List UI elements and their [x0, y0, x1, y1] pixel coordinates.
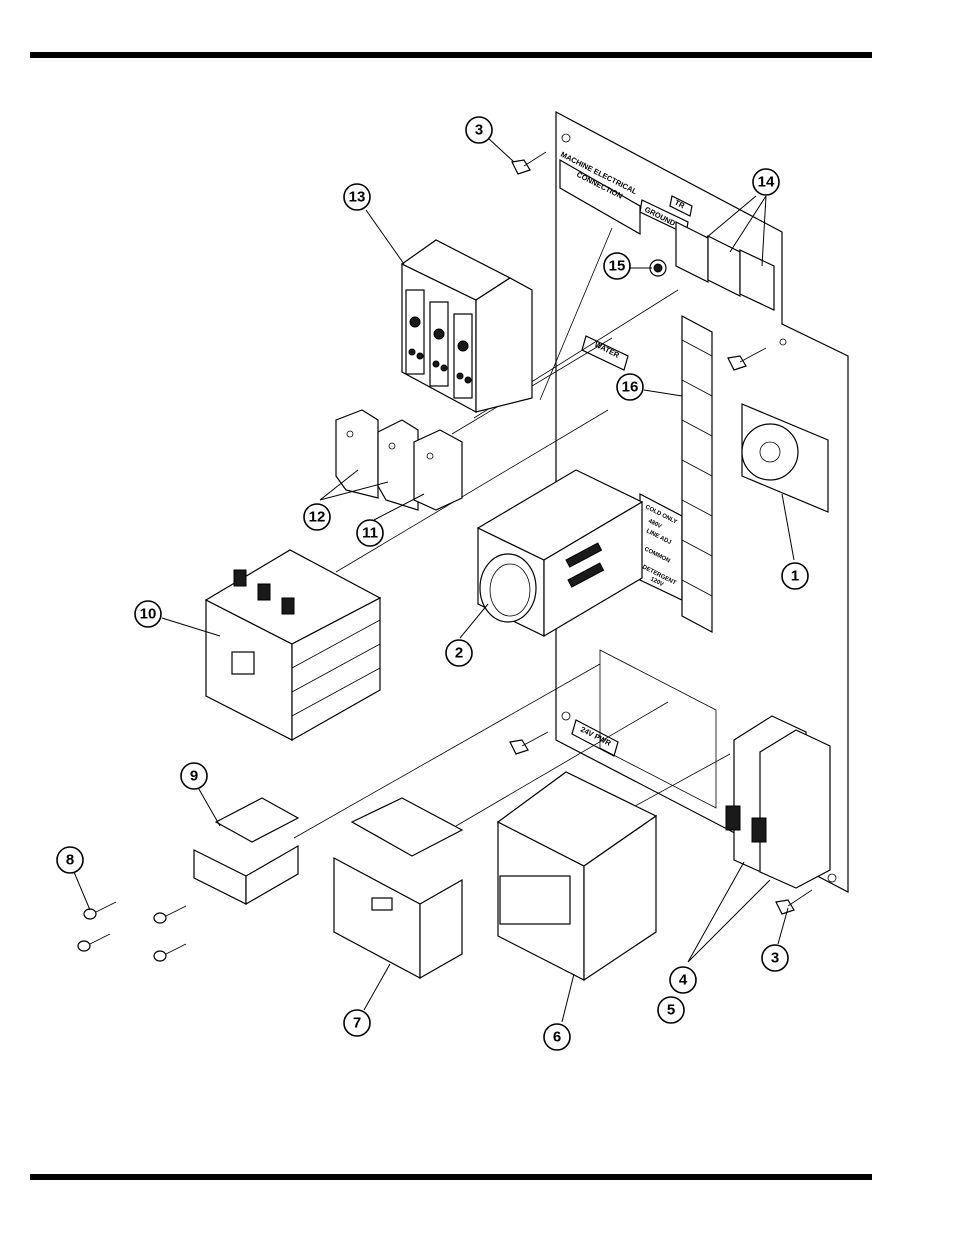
- label-120v: 120V: [649, 576, 664, 588]
- callout-6-label: 6: [553, 1029, 561, 1046]
- screw-top: [511, 151, 547, 175]
- callout-10: 10: [134, 600, 162, 628]
- noise-filters: [335, 409, 463, 511]
- callout-14-label: 14: [758, 174, 775, 191]
- din-plate: [599, 649, 717, 809]
- label-480v: 480V: [647, 518, 662, 530]
- callout-9: 9: [180, 762, 208, 790]
- callout-3-top-label: 3: [475, 122, 483, 139]
- terminal-blocks: [675, 221, 775, 311]
- motor-starter: [496, 771, 658, 982]
- screw-8d: [153, 943, 187, 962]
- screw-lower: [509, 731, 549, 755]
- callout-1-label: 1: [791, 568, 799, 585]
- callout-13: 13: [343, 183, 371, 211]
- callout-leaders: [73, 137, 795, 1023]
- circuit-breakers: [725, 715, 831, 889]
- screw-8c: [153, 905, 187, 924]
- label-tr-tag: TR: [669, 195, 693, 217]
- contactor: [204, 549, 382, 742]
- callout-12-label: 12: [309, 509, 326, 526]
- callout-9-label: 9: [190, 768, 198, 785]
- fuse-block-assembly: [400, 239, 533, 414]
- screw-bottom-right: [775, 889, 813, 915]
- callout-11: 11: [356, 519, 384, 547]
- callout-16-label: 16: [622, 379, 639, 396]
- callout-10-label: 10: [140, 606, 157, 623]
- screws: [77, 151, 813, 962]
- callout-8: 8: [56, 846, 84, 874]
- bottom-rule: [30, 1174, 872, 1180]
- callout-7: 7: [343, 1009, 371, 1037]
- screw-8a: [83, 901, 117, 920]
- callout-11-label: 11: [362, 525, 378, 542]
- top-rule: [30, 52, 872, 58]
- callout-3-bottom: 3: [761, 944, 789, 972]
- callout-5-label: 5: [667, 1002, 675, 1019]
- callout-6: 6: [543, 1023, 571, 1051]
- callout-2-label: 2: [455, 645, 463, 662]
- callout-2: 2: [445, 639, 473, 667]
- screw-8b: [77, 933, 111, 952]
- callout-12: 12: [303, 503, 331, 531]
- assembly-lines: [293, 112, 731, 839]
- callout-14: 14: [752, 168, 780, 196]
- callout-5: 5: [657, 996, 685, 1024]
- callout-16: 16: [616, 373, 644, 401]
- power-supply: [333, 797, 464, 980]
- callout-15-label: 15: [609, 258, 626, 275]
- callout-13-label: 13: [349, 189, 366, 206]
- terminal-legend: COLD ONLY 480V LINE ADJ COMMON DETERGENT…: [639, 493, 683, 601]
- relay-socket: [741, 403, 829, 513]
- screw-mid: [727, 347, 767, 371]
- callout-3-bottom-label: 3: [771, 950, 779, 967]
- callout-8-label: 8: [66, 852, 74, 869]
- callout-3-top: 3: [465, 116, 493, 144]
- callout-15: 15: [603, 252, 631, 280]
- terminal-strip: [681, 315, 713, 633]
- callout-7-label: 7: [353, 1015, 361, 1032]
- ground-lug: [649, 259, 667, 277]
- timer: [476, 469, 644, 638]
- label-tr: TR: [673, 198, 687, 211]
- callout-4-label: 4: [679, 972, 688, 989]
- transformer: [193, 797, 300, 906]
- callout-1: 1: [781, 562, 809, 590]
- callout-4: 4: [669, 966, 697, 994]
